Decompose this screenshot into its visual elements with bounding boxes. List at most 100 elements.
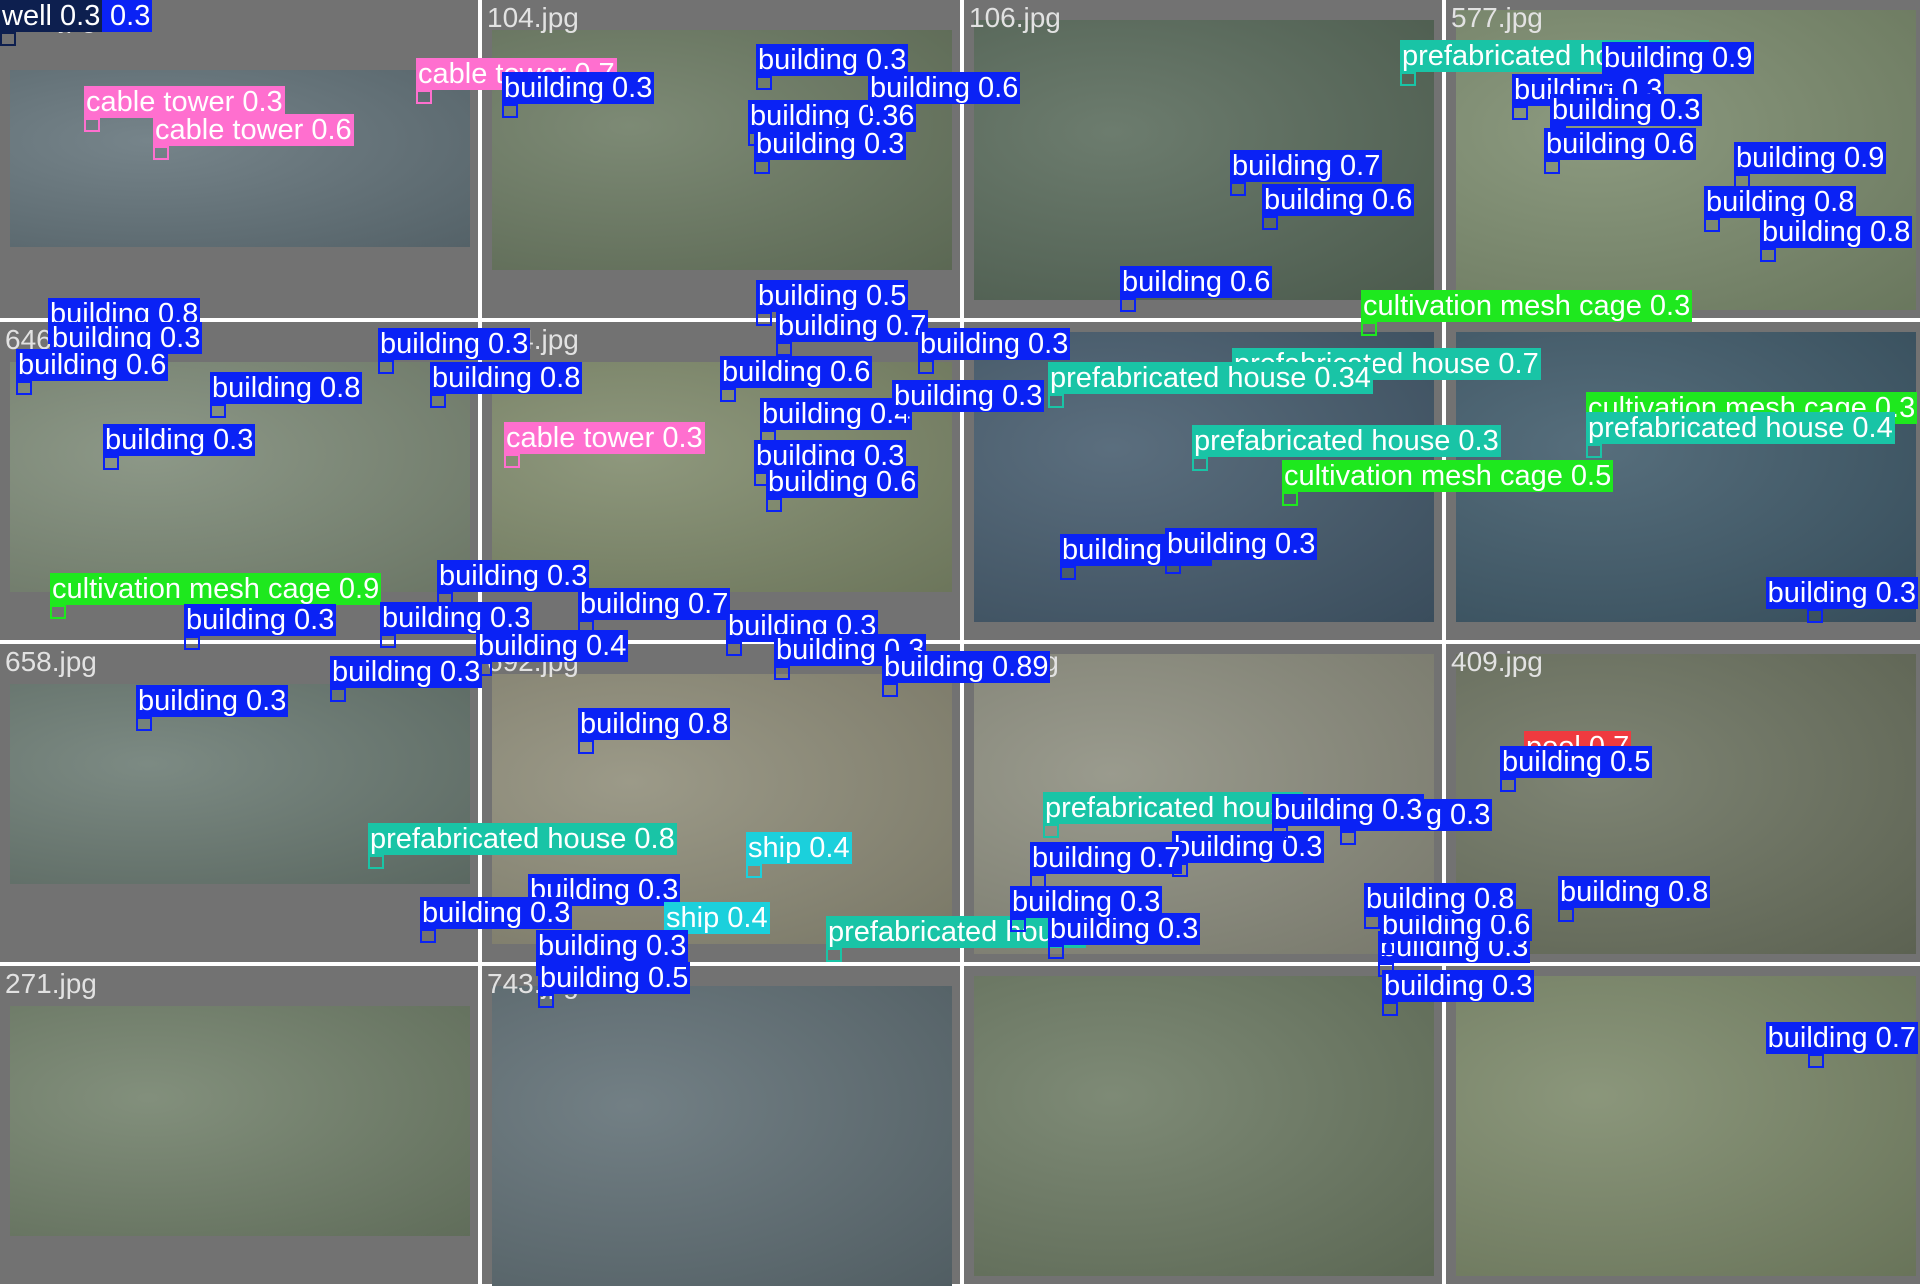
detection-label: building 0.3 (330, 656, 483, 688)
detection-box (918, 360, 934, 374)
detection-label: building 0.7 (1030, 842, 1183, 874)
detection-label: building 0.3 (754, 128, 907, 160)
detection-label: cultivation mesh cage 0.9 (50, 573, 382, 605)
aerial-photo (10, 1006, 470, 1236)
detection-label: ship 0.4 (746, 832, 852, 864)
detection-label: building 0.3 (1382, 970, 1535, 1002)
detection-box (538, 994, 554, 1008)
image-filename: 271.jpg (5, 968, 97, 999)
detection-label: building 0.3 (1010, 886, 1163, 918)
detection-label: building 0.3 (420, 897, 573, 929)
detection-box (1400, 72, 1416, 86)
image-filename: 106.jpg (969, 2, 1061, 33)
detection-box (1262, 216, 1278, 230)
detection-label: building 0.8 (1558, 876, 1711, 908)
detection-box (1230, 182, 1246, 196)
detection-label: building 0.6 (1120, 266, 1273, 298)
detection-label: building 0.3 (378, 328, 531, 360)
detection-box (746, 864, 762, 878)
detection-box (430, 394, 446, 408)
detection-box (1361, 322, 1377, 336)
detection-box (720, 388, 736, 402)
detection-label: building 0.7 (1230, 150, 1383, 182)
detection-label: building 0.6 (16, 349, 169, 381)
detection-label: building 0.3 (1048, 913, 1201, 945)
image-tile: 271.jpg (0, 966, 478, 1284)
detection-box (1340, 831, 1356, 845)
detection-label: building 0.7 (578, 588, 731, 620)
detection-label: building 0.3 (1172, 831, 1325, 863)
detection-box (1760, 248, 1776, 262)
detection-box (184, 636, 200, 650)
detection-box (578, 620, 594, 634)
detection-label: building 0.6 (1544, 128, 1697, 160)
detection-label: building 0.3 (774, 634, 927, 666)
detection-box (726, 642, 742, 656)
detection-label: cable tower 0.3 (504, 422, 705, 454)
detection-box (1558, 908, 1574, 922)
detection-box (1165, 560, 1181, 574)
detection-box (504, 454, 520, 468)
detection-label: building 0.5 (756, 280, 909, 312)
detection-box (826, 948, 842, 962)
detection-label: cultivation mesh cage 0.3 (1361, 290, 1693, 322)
detection-label: building 0.3 (502, 72, 655, 104)
detection-box (1500, 778, 1516, 792)
detection-box (756, 76, 772, 90)
detection-label: building 0.3 (528, 874, 681, 906)
image-tile: 658.jpg (0, 644, 478, 962)
detection-box (1602, 74, 1618, 88)
detection-label: well 0.3 (0, 0, 103, 32)
detection-label: ship 0.4 (664, 902, 770, 934)
detection-label: building 0.3 (50, 322, 203, 354)
detection-label: building 0.9 (1734, 142, 1887, 174)
detection-box (776, 342, 792, 356)
detection-box (16, 381, 32, 395)
detection-label: building 0.8 (578, 708, 731, 740)
image-tile (1446, 966, 1920, 1284)
detection-label: building 0.8 (210, 372, 363, 404)
detection-box (578, 740, 594, 754)
detection-label: building 0.6 (766, 466, 919, 498)
detection-label: building 0.3 (1272, 794, 1425, 826)
detection-box (1382, 1002, 1398, 1016)
detection-label: building 0.8 (1760, 216, 1913, 248)
detection-box (416, 90, 432, 104)
detection-box (1048, 394, 1064, 408)
detection-label: prefabricated house (826, 916, 1087, 948)
aerial-photo (10, 684, 470, 884)
detection-label: building 0.6 (1262, 184, 1415, 216)
detection-label: building 0.8 (1704, 186, 1857, 218)
image-tile: 581.jpg (0, 0, 478, 318)
detection-label: building 0.3 (103, 424, 256, 456)
image-tile (964, 966, 1442, 1284)
detection-label: building 0.3 (136, 685, 289, 717)
detection-box (380, 634, 396, 648)
detection-label: prefabricated house 0.3 (1192, 425, 1501, 457)
detection-label: building 0.5 (538, 962, 691, 994)
detection-box (1048, 945, 1064, 959)
detection-label: building 0.4 (760, 398, 913, 430)
image-filename: 577.jpg (1451, 2, 1543, 33)
detection-box (1544, 160, 1560, 174)
detection-label: building 0.6 (868, 72, 1021, 104)
detection-label: building 0.3 (380, 602, 533, 634)
detection-box (892, 412, 908, 426)
detection-box (1364, 915, 1380, 929)
detection-box (368, 855, 384, 869)
detection-box (1807, 609, 1823, 623)
detection-label: prefabricated house (1043, 792, 1304, 824)
image-tile: 743.jpg (482, 966, 960, 1286)
detection-label: prefabricated house 0.8 (368, 823, 677, 855)
detection-box (1192, 457, 1208, 471)
aerial-photo (974, 976, 1434, 1276)
detection-box (103, 456, 119, 470)
detection-box (1380, 941, 1396, 955)
detection-box (756, 312, 772, 326)
detection-label: building 0.7 (776, 310, 929, 342)
detection-label: building 0.3 (536, 930, 689, 962)
image-filename: 409.jpg (1451, 646, 1543, 677)
detection-label: cultivation mesh cage 0.5 (1282, 460, 1614, 492)
detection-label: building 0.9 (1602, 42, 1755, 74)
